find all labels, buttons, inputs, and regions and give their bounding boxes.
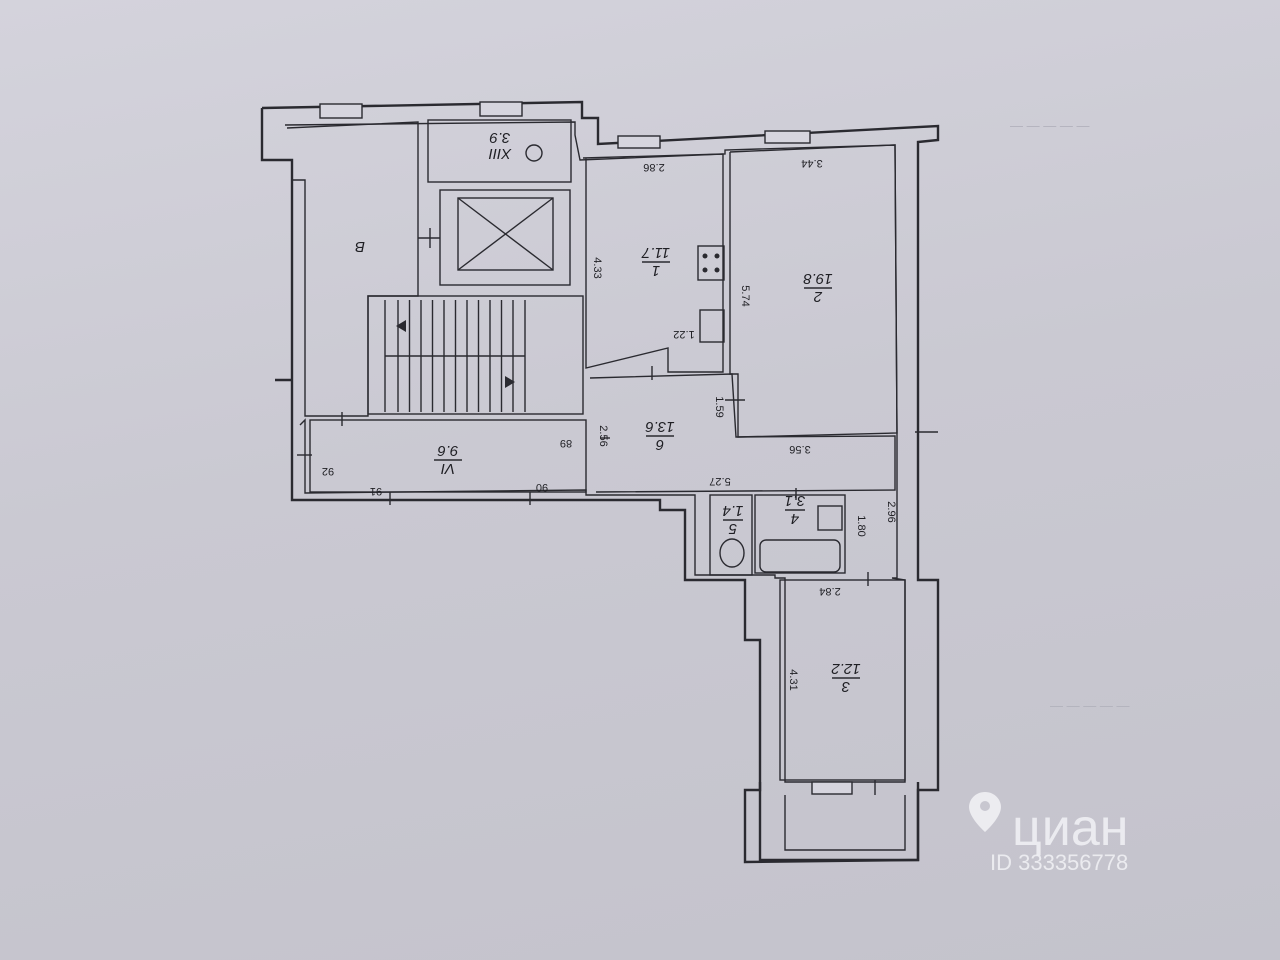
room-number: 2 [813, 288, 823, 305]
dimension-label: 4.33 [591, 257, 603, 278]
room-number: 1 [652, 262, 660, 279]
dimension-label: 3.56 [789, 443, 810, 455]
bathtub-icon [759, 539, 841, 573]
wall-ticks [297, 228, 938, 795]
stair-treads [397, 300, 514, 412]
room-6-label: 6 13.6 [645, 418, 675, 453]
stove-icon [697, 245, 725, 281]
room-xiii-label: XIII 3.9 [489, 129, 513, 162]
cian-watermark: циан ID 333356778 [969, 792, 1128, 875]
dimension-label: 5.27 [709, 475, 730, 487]
room-1-label: 1 11.7 [641, 244, 670, 279]
room-5-label: 5 1.4 [723, 502, 744, 537]
dimension-label: 3.44 [801, 157, 822, 169]
dimension-label: 92 [322, 465, 334, 477]
room-partitions [286, 119, 906, 781]
room-area: 9.6 [437, 442, 459, 459]
location-pin-icon [969, 792, 1001, 832]
room-area: 13.6 [645, 418, 675, 435]
room-area: 19.8 [803, 270, 833, 287]
window [811, 781, 853, 795]
room-b-label: B [355, 238, 365, 255]
room-area: 11.7 [641, 244, 670, 261]
dimension-label: 2.56 [597, 425, 609, 446]
windows [319, 101, 853, 795]
watermark-id: ID 333356778 [990, 850, 1128, 875]
dimension-label: 1.22 [673, 328, 694, 340]
window [617, 135, 661, 149]
room-area: 3.1 [785, 492, 806, 509]
toilet-icon [719, 538, 745, 568]
window [764, 130, 811, 144]
fixtures [525, 144, 843, 573]
dimension-labels: 2.86 3.44 4.33 5.74 1.22 1.59 3.56 2.56 … [322, 157, 897, 691]
dimension-label: 2.84 [819, 585, 840, 597]
room-labels: B XIII 3.9 1 11.7 2 19.8 6 13.6 [355, 129, 861, 695]
window [479, 101, 523, 117]
dimension-label: 91 [370, 485, 382, 497]
dimension-label: 2.86 [643, 161, 664, 173]
vent-icon [525, 144, 543, 162]
dimension-label: 1.80 [855, 515, 867, 536]
window [319, 103, 363, 119]
room-number: B [355, 238, 365, 255]
dimension-label: 1.59 [713, 396, 725, 417]
room-area: 12.2 [831, 660, 861, 677]
stair-arrow-icon [396, 320, 406, 332]
watermark-brand: циан [1012, 799, 1128, 857]
room-3-label: 3 12.2 [831, 660, 861, 695]
room-number: 5 [728, 520, 737, 537]
kitchen-sink-icon [699, 309, 725, 343]
room-area: 3.9 [489, 129, 511, 146]
room-vi-label: VI 9.6 [434, 442, 462, 477]
room-2-label: 2 19.8 [803, 270, 833, 305]
dimension-label: 90 [536, 481, 548, 493]
dimension-label: 89 [560, 437, 572, 449]
room-number: XIII [489, 145, 513, 162]
dimension-label: 5.74 [739, 285, 751, 306]
room-number: 6 [655, 436, 664, 453]
room-number: 3 [841, 678, 850, 695]
exterior-walls [260, 100, 940, 864]
dimension-label: 4.31 [787, 669, 799, 690]
room-4-label: 4 3.1 [785, 492, 806, 527]
bath-sink-icon [817, 505, 843, 531]
dimension-label: 2.96 [885, 501, 897, 522]
room-number: 4 [791, 510, 799, 527]
room-number: VI [441, 460, 455, 477]
stair-arrow-icon [505, 376, 515, 388]
room-area: 1.4 [723, 502, 744, 519]
